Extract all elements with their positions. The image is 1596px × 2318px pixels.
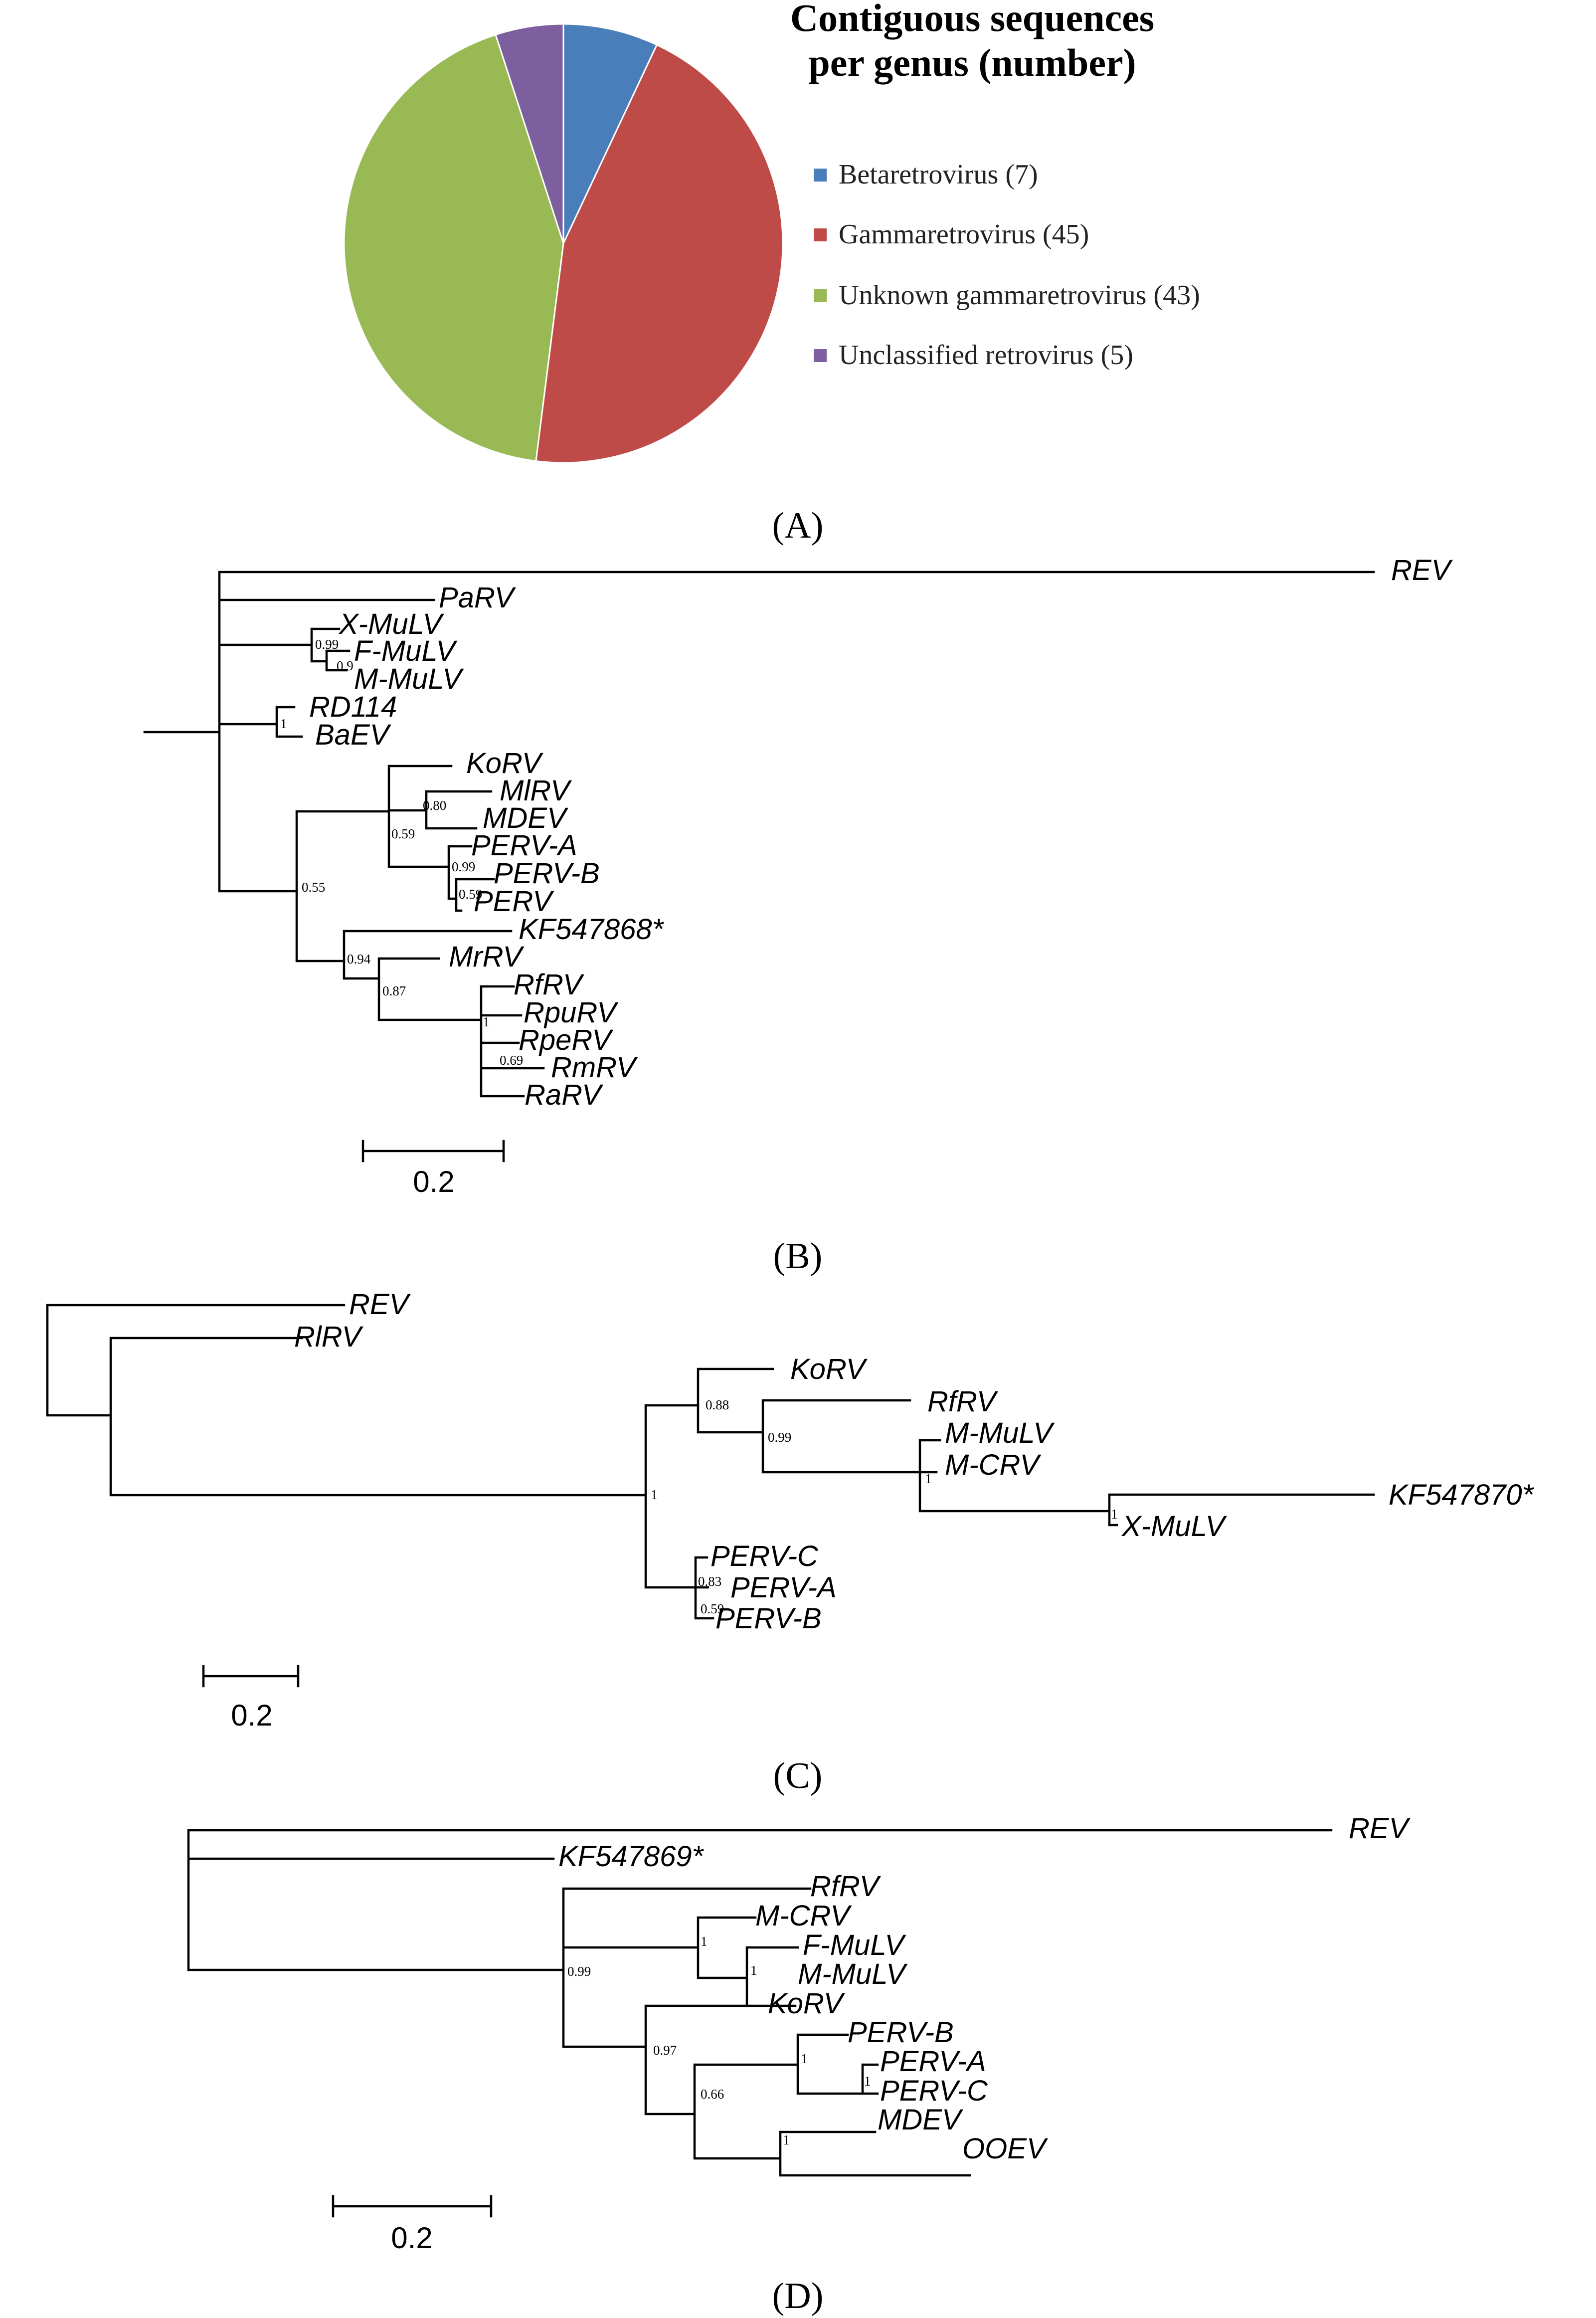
support-value: 1 (750, 1963, 757, 1978)
support-value: 1 (801, 2051, 808, 2066)
support-value: 0.97 (653, 2043, 677, 2058)
tip-perv-b: PERV-B (848, 2016, 954, 2049)
tip-m-mulv: M-MuLV (354, 663, 464, 695)
panel-label-b: (B) (773, 1236, 823, 1277)
pie-slice-unknown-gammaretrovirus (343, 33, 564, 462)
tip-m-crv: M-CRV (945, 1449, 1042, 1481)
legend-label-unknown-gammaretrovirus: Unknown gammaretrovirus (43) (839, 280, 1200, 311)
legend-label-gammaretrovirus: Gammaretrovirus (45) (839, 219, 1089, 250)
support-value: 0.83 (698, 1574, 721, 1589)
support-value: 0.99 (452, 859, 475, 874)
support-value: 0.59 (459, 887, 482, 902)
legend-swatch-gammaretrovirus (814, 228, 827, 241)
support-value: 1 (701, 1934, 708, 1949)
tip-perv-a: PERV-A (471, 829, 577, 862)
tip-korv: KoRV (466, 747, 544, 779)
tip-rpurv: RpuRV (524, 996, 619, 1029)
tip-perv-a: PERV-A (880, 2045, 986, 2078)
tip-mdev: MDEV (878, 2104, 964, 2136)
tip-mlrv: MlRV (500, 774, 572, 807)
tip-rperv: RpeRV (519, 1024, 614, 1056)
support-value: 1 (925, 1471, 932, 1486)
tip-rarv: RaRV (525, 1079, 604, 1111)
support-value: 0.59 (701, 1601, 724, 1616)
legend: Betaretrovirus (7) Gammaretrovirus (45) … (814, 159, 1200, 371)
scale-bar-label: 0.2 (413, 1165, 454, 1198)
panel-label-c: (C) (773, 1755, 823, 1796)
support-value: 1 (864, 2074, 871, 2089)
pie-slice-gammaretrovirus (535, 43, 784, 464)
tree-c: REV RlRV KoRV RfRV M-MuLV M-CRV KF547870… (46, 1288, 1535, 1732)
tip-baev: BaEV (315, 719, 392, 751)
legend-label-unclassified-retrovirus: Unclassified retrovirus (5) (839, 340, 1133, 371)
tip-kf547870: KF547870* (1389, 1479, 1535, 1511)
support-value: 0.80 (423, 798, 446, 813)
support-value: 1 (280, 716, 287, 731)
support-value: 0.99 (315, 637, 339, 652)
tip-rev: REV (1391, 554, 1453, 586)
support-value: 1 (651, 1487, 658, 1502)
panel-label-a: (A) (772, 505, 824, 546)
tip-rmrv: RmRV (551, 1051, 638, 1084)
tip-m-crv: M-CRV (755, 1900, 852, 1932)
pie-slice-betaretrovirus (562, 23, 658, 244)
tip-rlrv: RlRV (294, 1321, 364, 1353)
tip-rfrv: RfRV (810, 1870, 882, 1903)
tip-rfrv: RfRV (514, 968, 585, 1001)
tip-perv-c: PERV-C (710, 1540, 819, 1572)
tip-perv-b: PERV-B (494, 857, 600, 890)
tip-ooev: OOEV (962, 2132, 1049, 2165)
tip-mdev: MDEV (483, 802, 569, 834)
tip-parv: PaRV (439, 581, 517, 614)
support-value: 0.9 (337, 658, 354, 673)
tip-rfrv: RfRV (927, 1385, 999, 1418)
pie-slice-unclassified-retrovirus (495, 23, 564, 244)
tip-mrrv: MrRV (449, 941, 525, 973)
support-value: 0.66 (701, 2087, 724, 2102)
legend-label-betaretrovirus: Betaretrovirus (7) (839, 159, 1038, 190)
tip-perv-b: PERV-B (715, 1602, 822, 1635)
tip-m-mulv: M-MuLV (798, 1958, 908, 1990)
support-value: 0.99 (567, 1964, 591, 1979)
support-value: 1 (783, 2132, 790, 2147)
support-value: 0.55 (302, 880, 325, 895)
tree-b: REV PaRV X-MuLV F-MuLV M-MuLV RD114 BaEV… (143, 554, 1453, 1198)
tip-rev: REV (1349, 1812, 1411, 1845)
support-value: 0.69 (500, 1053, 523, 1068)
support-value: 0.94 (347, 952, 371, 966)
legend-swatch-unknown-gammaretrovirus (814, 289, 827, 302)
tree-d: REV KF547869* RfRV M-CRV F-MuLV M-MuLV K… (187, 1812, 1411, 2255)
legend-swatch-unclassified-retrovirus (814, 349, 827, 362)
panel-label-d: (D) (772, 2276, 824, 2317)
tip-perv-c: PERV-C (880, 2075, 988, 2107)
tip-perv-a: PERV-A (730, 1571, 837, 1604)
pie-chart (343, 23, 784, 464)
chart-title-line-2: per genus (number) (808, 41, 1136, 84)
support-value: 0.99 (768, 1430, 791, 1445)
support-value: 0.87 (382, 983, 406, 998)
tip-kf547869: KF547869* (558, 1840, 705, 1873)
support-value: 1 (483, 1014, 490, 1029)
chart-title-line-1: Contiguous sequences (790, 0, 1154, 39)
tip-x-mulv: X-MuLV (1121, 1510, 1228, 1543)
tip-kf547868: KF547868* (519, 913, 665, 946)
tip-korv: KoRV (768, 1987, 846, 2020)
tip-korv: KoRV (790, 1353, 868, 1385)
scale-bar-label: 0.2 (231, 1699, 272, 1732)
scale-bar-label: 0.2 (391, 2221, 432, 2255)
tip-rev: REV (349, 1288, 411, 1321)
tip-perv: PERV (474, 885, 554, 918)
tip-x-mulv: X-MuLV (338, 608, 445, 640)
tip-m-mulv: M-MuLV (945, 1417, 1055, 1449)
tip-rd114: RD114 (309, 691, 397, 723)
support-value: 0.59 (391, 826, 415, 841)
tip-f-mulv: F-MuLV (803, 1929, 906, 1961)
support-value: 1 (1111, 1507, 1118, 1522)
legend-swatch-betaretrovirus (814, 169, 827, 182)
support-value: 0.88 (706, 1397, 729, 1412)
tip-f-mulv: F-MuLV (354, 635, 458, 667)
